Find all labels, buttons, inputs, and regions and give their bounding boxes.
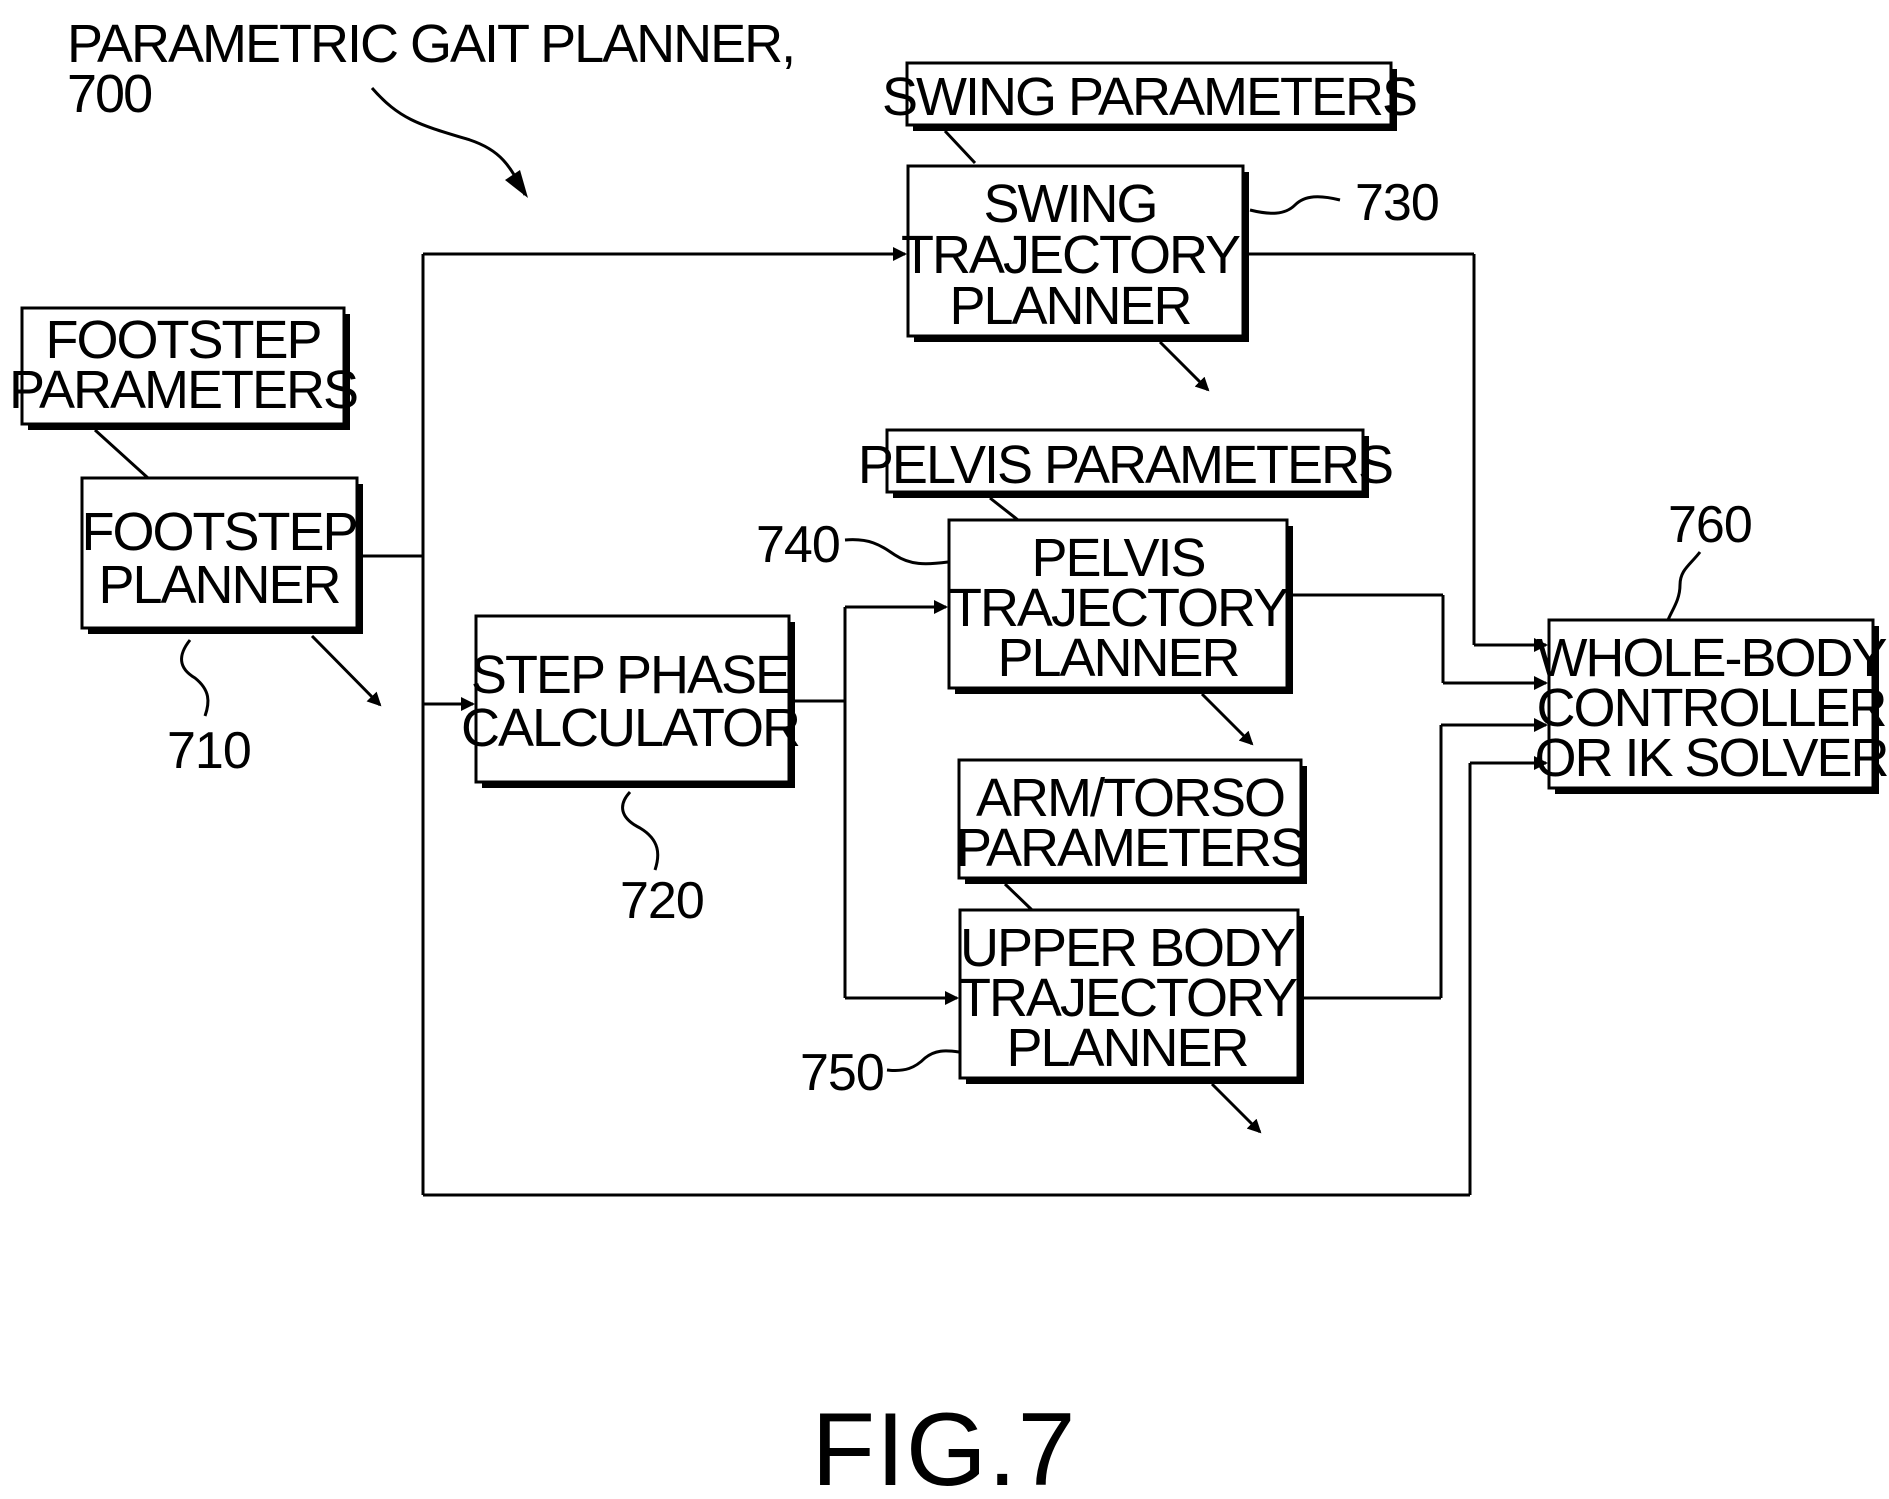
pelvis-parameters-connector xyxy=(989,496,1019,522)
pelvis-planner-output-arrow xyxy=(1200,692,1254,746)
whole-body-controller-block: WHOLE-BODY CONTROLLER OR IK SOLVER xyxy=(1534,618,1889,794)
footstep-planner-line-1: FOOTSTEP xyxy=(81,502,356,562)
ref-730-leader xyxy=(1249,195,1341,215)
figure-caption: FIG.7 xyxy=(811,1392,1076,1499)
swing-planner-line-3: PLANNER xyxy=(949,276,1190,336)
whole-body-line-1: WHOLE-BODY xyxy=(1536,628,1886,688)
footstep-planner-line-2: PLANNER xyxy=(98,555,339,615)
swing-trajectory-planner-block: SWING TRAJECTORY PLANNER xyxy=(901,164,1249,342)
footstep-parameters-connector xyxy=(93,428,150,480)
upper-body-planner-line-2: TRAJECTORY xyxy=(958,968,1297,1028)
swing-parameters-box: SWING PARAMETERS xyxy=(882,61,1418,131)
whole-body-line-2: CONTROLLER xyxy=(1536,678,1885,738)
ref-720-leader xyxy=(621,790,660,871)
title-leader-line xyxy=(370,87,527,196)
upper-body-planner-line-1: UPPER BODY xyxy=(960,918,1295,978)
arm-torso-parameters-line-1: ARM/TORSO xyxy=(976,768,1284,828)
pelvis-parameters-label: PELVIS PARAMETERS xyxy=(858,435,1392,495)
pelvis-planner-line-3: PLANNER xyxy=(997,628,1238,688)
footstep-planner-output-arrow xyxy=(310,634,382,707)
step-phase-line-1: STEP PHASE xyxy=(471,645,789,705)
diagram-title-ref: 700 xyxy=(67,64,151,124)
diagram-title: PARAMETRIC GAIT PLANNER, xyxy=(67,14,794,74)
swing-planner-line-1: SWING xyxy=(984,174,1157,234)
pelvis-parameters-box: PELVIS PARAMETERS xyxy=(858,428,1394,498)
whole-body-line-3: OR IK SOLVER xyxy=(1534,728,1887,788)
ref-720: 720 xyxy=(620,872,704,930)
upper-body-planner-line-3: PLANNER xyxy=(1006,1018,1247,1078)
arm-torso-parameters-connector xyxy=(1003,882,1034,912)
footstep-planner-block: FOOTSTEP PLANNER xyxy=(80,476,363,634)
ref-740-leader xyxy=(844,538,949,566)
pelvis-trajectory-planner-block: PELVIS TRAJECTORY PLANNER xyxy=(947,518,1293,694)
ref-710: 710 xyxy=(167,722,251,780)
swing-parameters-label: SWING PARAMETERS xyxy=(882,67,1416,127)
ref-710-leader xyxy=(180,639,210,717)
ref-760: 760 xyxy=(1668,496,1752,554)
swing-planner-line-2: TRAJECTORY xyxy=(901,225,1240,285)
footstep-parameters-line-1: FOOTSTEP xyxy=(45,310,320,370)
ref-760-leader xyxy=(1666,551,1702,621)
step-phase-line-2: CALCULATOR xyxy=(461,698,799,758)
footstep-parameters-box: FOOTSTEP PARAMETERS xyxy=(9,306,359,430)
arm-torso-parameters-box: ARM/TORSO PARAMETERS xyxy=(956,758,1307,884)
upper-body-trajectory-planner-block: UPPER BODY TRAJECTORY PLANNER xyxy=(958,908,1304,1084)
upper-body-planner-output-arrow xyxy=(1210,1082,1262,1134)
ref-750: 750 xyxy=(800,1044,884,1102)
swing-parameters-connector xyxy=(943,129,977,165)
title-leader-arrowhead xyxy=(505,170,528,198)
ref-730: 730 xyxy=(1355,174,1439,232)
step-phase-calculator-block: STEP PHASE CALCULATOR xyxy=(461,614,801,788)
ref-740: 740 xyxy=(756,516,840,574)
arm-torso-parameters-line-2: PARAMETERS xyxy=(956,818,1304,878)
ref-750-leader xyxy=(886,1049,960,1072)
footstep-parameters-line-2: PARAMETERS xyxy=(9,360,357,420)
pelvis-planner-line-1: PELVIS xyxy=(1031,528,1204,588)
pelvis-planner-line-2: TRAJECTORY xyxy=(949,578,1288,638)
swing-planner-output-arrow xyxy=(1158,340,1210,392)
